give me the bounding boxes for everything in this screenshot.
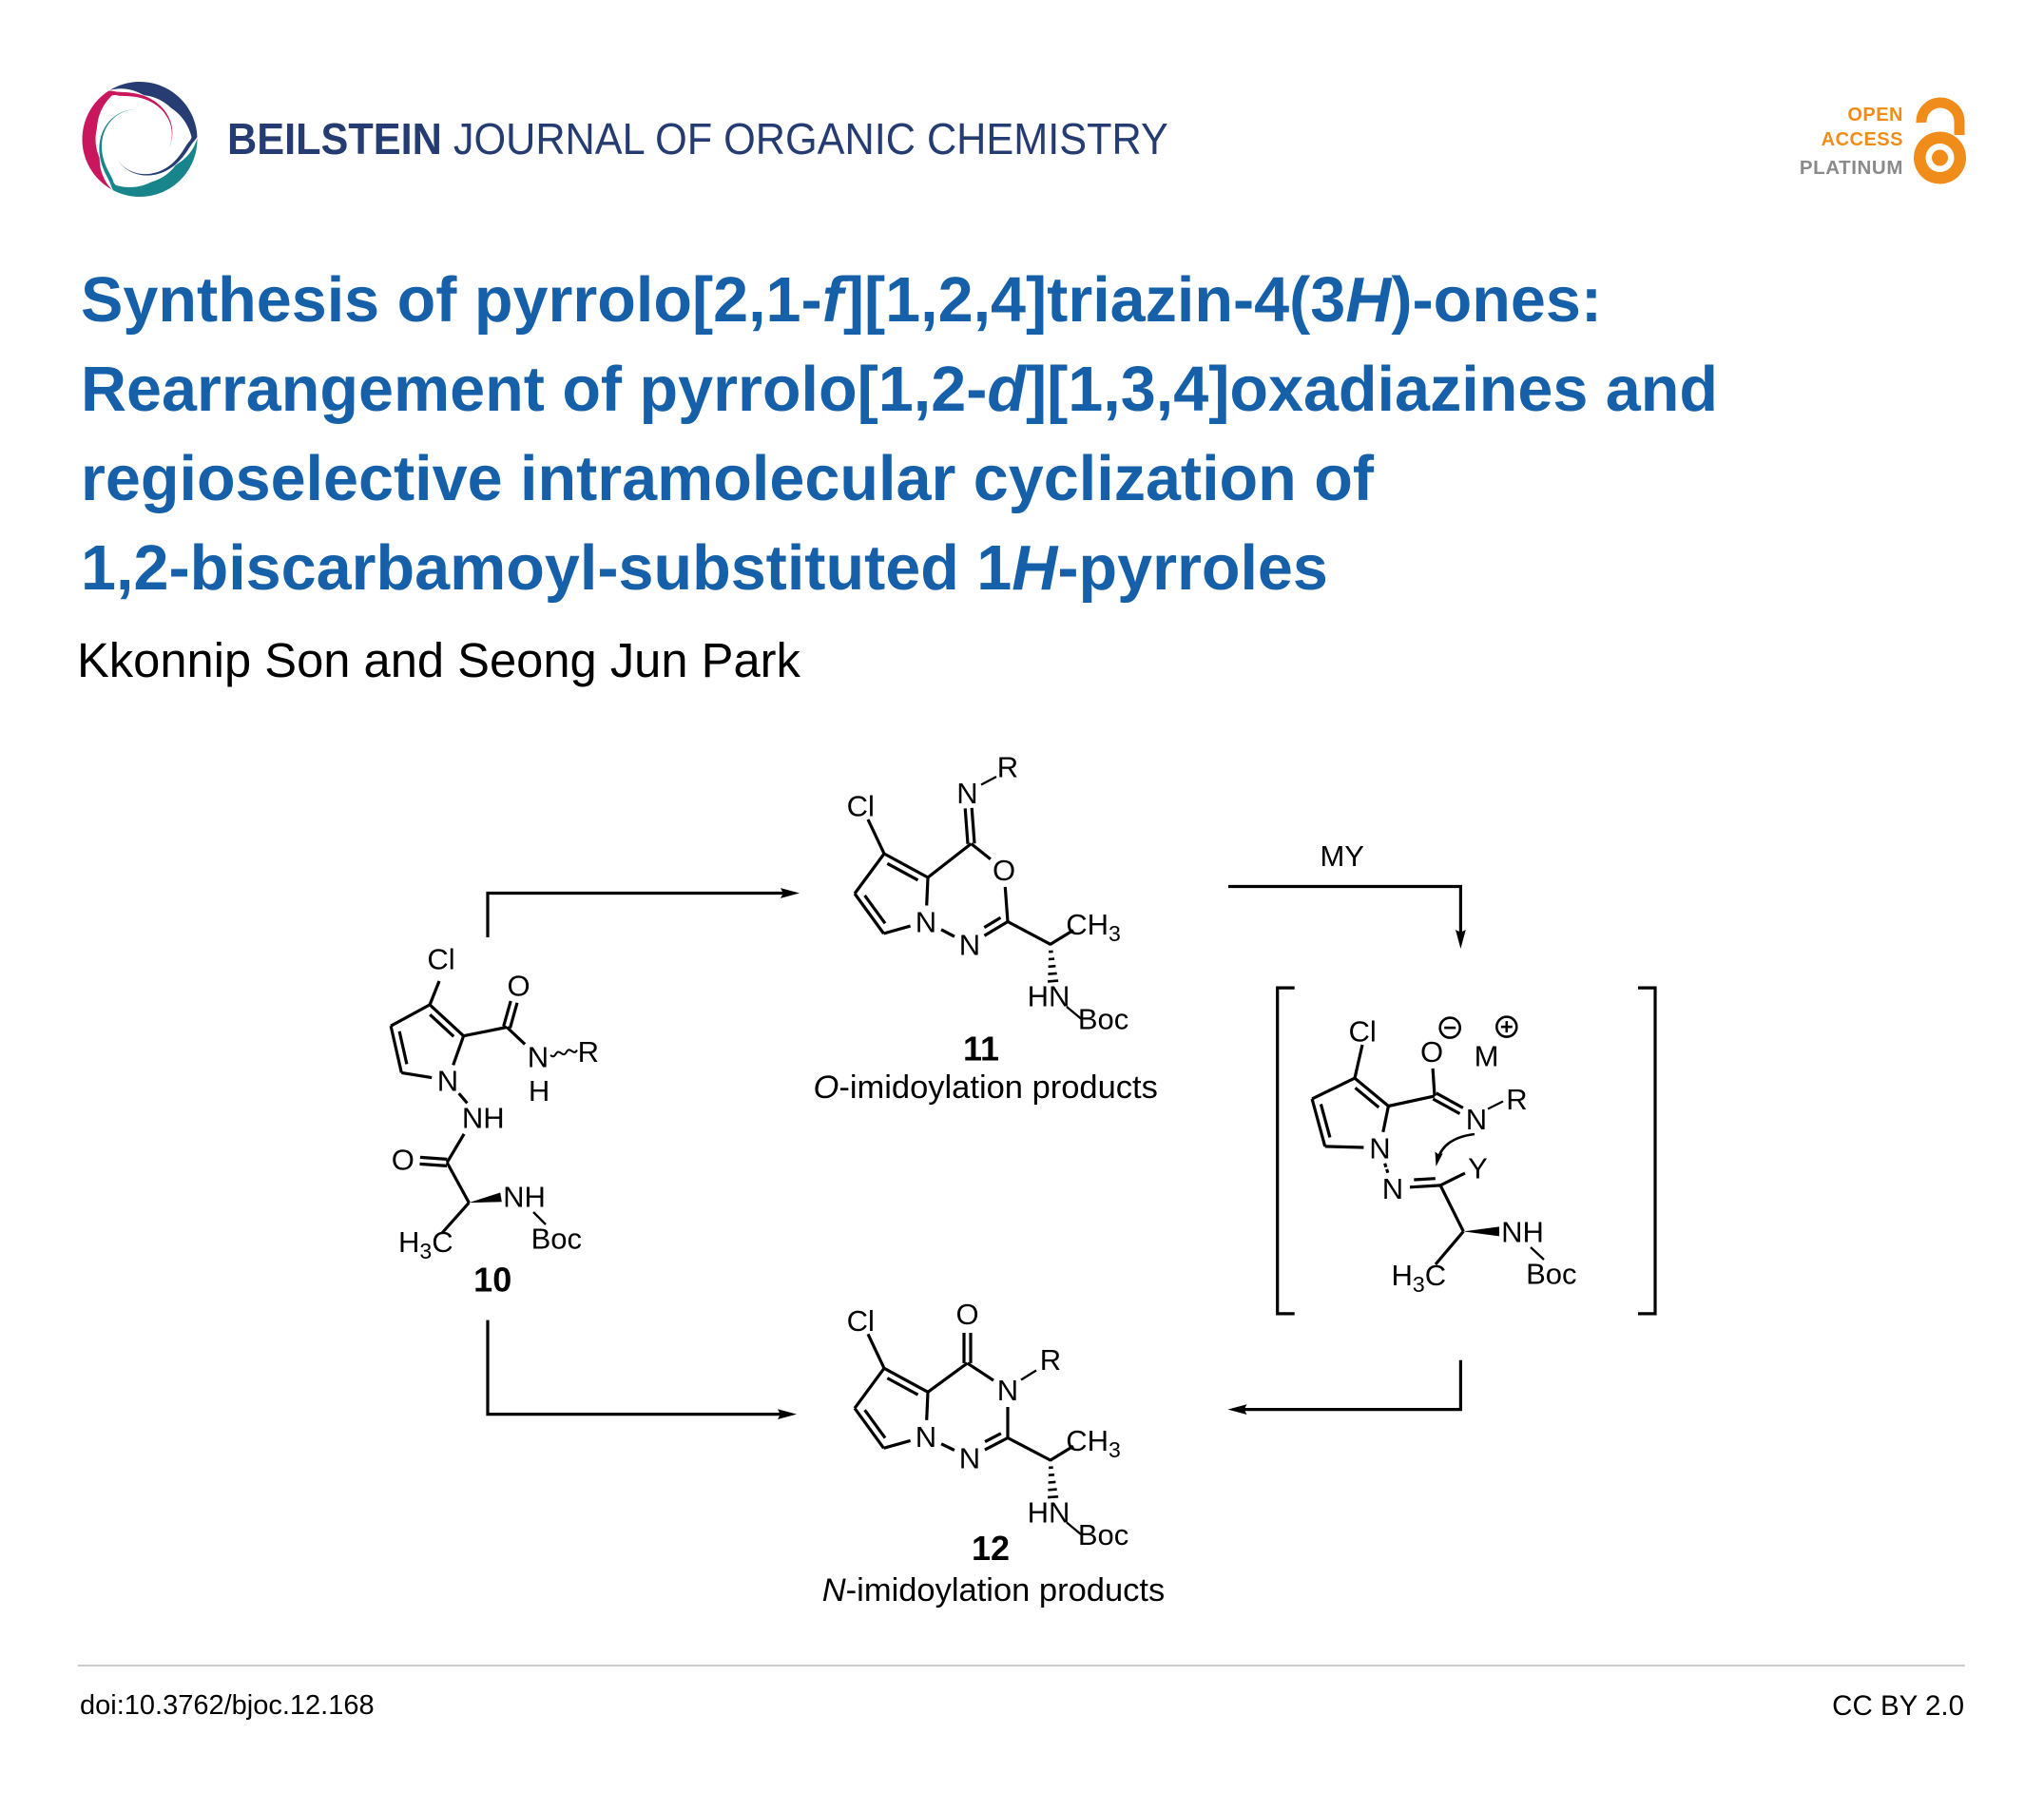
svg-text:N: N	[916, 906, 936, 939]
svg-text:10: 10	[473, 1261, 511, 1300]
svg-text:MY: MY	[1320, 839, 1364, 873]
svg-text:R: R	[578, 1035, 599, 1069]
svg-text:NH: NH	[503, 1181, 546, 1214]
svg-text:11: 11	[963, 1030, 999, 1069]
svg-text:Boc: Boc	[1526, 1257, 1576, 1290]
svg-text:N: N	[437, 1064, 458, 1097]
svg-text:H: H	[529, 1074, 550, 1108]
svg-text:O: O	[955, 1298, 978, 1331]
svg-text:HN: HN	[1028, 980, 1070, 1013]
svg-text:N: N	[959, 1442, 980, 1475]
svg-text:N: N	[1382, 1172, 1403, 1205]
svg-text:12: 12	[972, 1529, 1010, 1568]
svg-text:H3C: H3C	[1392, 1259, 1447, 1297]
svg-text:N: N	[1466, 1103, 1487, 1136]
svg-text:M: M	[1475, 1039, 1499, 1072]
svg-text:Boc: Boc	[1078, 1002, 1128, 1035]
svg-text:HN: HN	[1028, 1495, 1070, 1529]
svg-text:R: R	[997, 750, 1018, 783]
svg-text:N: N	[997, 1374, 1018, 1407]
svg-text:N: N	[528, 1041, 549, 1074]
svg-text:H3C: H3C	[398, 1225, 453, 1263]
svg-text:Cl: Cl	[847, 1304, 875, 1338]
svg-text:NH: NH	[1501, 1215, 1544, 1248]
svg-text:N-imidoylation products: N-imidoylation products	[822, 1572, 1166, 1609]
svg-text:N: N	[1369, 1132, 1390, 1166]
svg-text:O: O	[1420, 1035, 1443, 1069]
svg-text:Cl: Cl	[847, 790, 875, 823]
svg-text:Y: Y	[1468, 1152, 1488, 1185]
svg-text:Boc: Boc	[531, 1222, 582, 1255]
svg-text:R: R	[1040, 1343, 1061, 1377]
svg-text:N: N	[916, 1420, 936, 1454]
svg-text:CH3: CH3	[1066, 908, 1121, 946]
svg-text:R: R	[1506, 1083, 1527, 1116]
svg-text:O-imidoylation products: O-imidoylation products	[813, 1069, 1157, 1106]
svg-text:Boc: Boc	[1078, 1518, 1128, 1551]
svg-text:Cl: Cl	[1349, 1015, 1377, 1049]
svg-text:O: O	[993, 854, 1015, 887]
svg-text:N: N	[956, 777, 977, 810]
svg-text:NH: NH	[462, 1102, 505, 1135]
svg-text:Cl: Cl	[427, 943, 454, 976]
svg-text:N: N	[959, 929, 980, 962]
svg-text:O: O	[392, 1144, 415, 1177]
svg-text:O: O	[507, 970, 530, 1003]
svg-text:CH3: CH3	[1066, 1424, 1121, 1462]
